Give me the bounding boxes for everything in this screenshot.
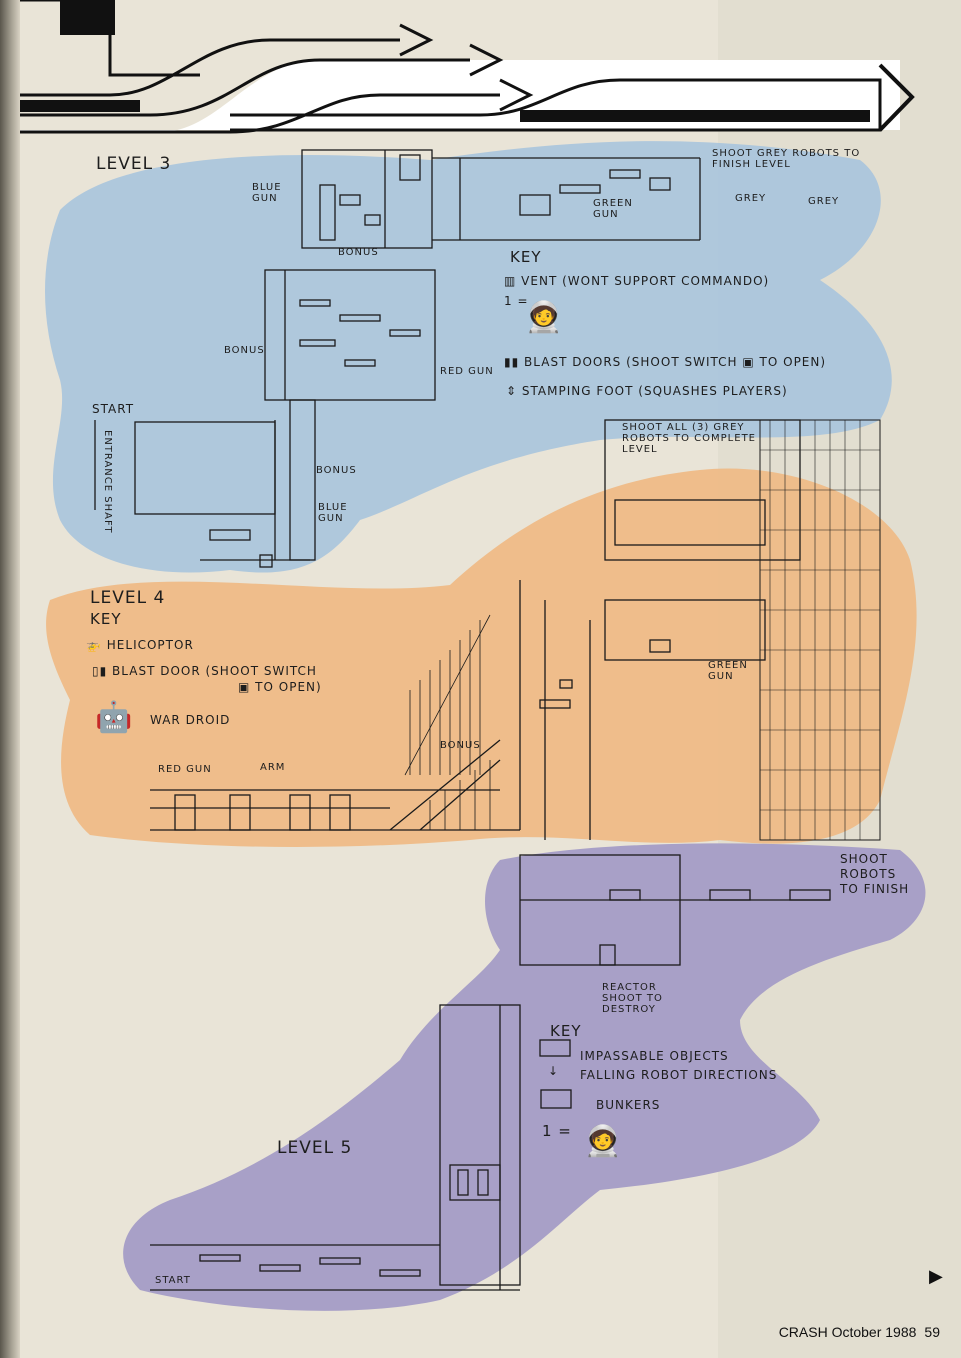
level3-objective: SHOOT GREY ROBOTS TO FINISH LEVEL	[712, 148, 861, 170]
level3-key-vent: ▥ VENT (WONT SUPPORT COMMANDO)	[504, 274, 769, 288]
war-droid-icon: 🤖	[95, 700, 134, 735]
level5-key-falling: FALLING ROBOT DIRECTIONS	[580, 1068, 778, 1082]
footer-magazine: CRASH October 1988	[778, 1324, 917, 1340]
level3-title: LEVEL 3	[96, 154, 172, 174]
level4-key-droid: WAR DROID	[150, 713, 231, 727]
level3-grey-label-1: GREY	[735, 193, 767, 204]
level5-objective: SHOOT ROBOTS TO FINISH	[840, 852, 910, 896]
helicopter-icon: 🚁	[86, 638, 102, 652]
footer-page-number: 59	[924, 1324, 940, 1340]
blast-label-2: TO OPEN)	[255, 680, 322, 694]
blast-door-icon: ▮▮	[504, 355, 520, 369]
level3-red-gun-label: RED GUN	[440, 366, 494, 377]
vent-label: VENT (WONT SUPPORT COMMANDO)	[521, 274, 770, 288]
blast-label: BLAST DOORS (SHOOT SWITCH	[524, 355, 738, 369]
vent-icon: ▥	[504, 274, 517, 288]
level4-green-gun-label: GREEN GUN	[708, 660, 748, 682]
falling-arrow-icon: ↓	[548, 1064, 560, 1078]
level4-wash	[46, 468, 917, 847]
level4-key-blast: ▯▮ BLAST DOOR (SHOOT SWITCH	[92, 664, 317, 678]
level3-key-blast: ▮▮ BLAST DOORS (SHOOT SWITCH ▣ TO OPEN)	[504, 355, 826, 369]
level3-bonus-label-3: BONUS	[316, 465, 357, 476]
level4-key-title: KEY	[90, 610, 122, 628]
level3-green-gun-label: GREEN GUN	[593, 198, 633, 220]
level4-map	[150, 419, 881, 841]
level5-key-title: KEY	[550, 1022, 582, 1040]
level3-map	[94, 149, 701, 568]
page-footer: CRASH October 1988 59	[771, 1324, 940, 1340]
level3-key-foot: ⇕ STAMPING FOOT (SQUASHES PLAYERS)	[506, 384, 788, 398]
commando-icon-2: 🧑‍🚀	[584, 1124, 623, 1159]
page-gutter	[0, 0, 20, 1358]
next-page-arrow-icon: ▶	[929, 1266, 943, 1286]
blast-door-icon: ▯▮	[92, 664, 108, 678]
level5-key-one: 1 =	[542, 1122, 572, 1140]
level3-blue-gun-label: BLUE GUN	[252, 182, 282, 204]
level3-start-label: START	[92, 402, 135, 416]
level3-key-one: 1 =	[504, 294, 529, 308]
level3-bonus-label-2: BONUS	[224, 345, 265, 356]
blast-label: BLAST DOOR (SHOOT SWITCH	[112, 664, 317, 678]
level4-objective: SHOOT ALL (3) GREY ROBOTS TO COMPLETE LE…	[622, 422, 756, 455]
level4-red-gun-label: RED GUN	[158, 764, 212, 775]
switch-icon: ▣	[238, 680, 251, 694]
level3-wash	[45, 141, 892, 573]
level5-wash	[123, 843, 926, 1311]
level3-entrance-label: ENTRANCE SHAFT	[102, 430, 113, 534]
blast-label-2: TO OPEN)	[759, 355, 827, 369]
foot-label: STAMPING FOOT (SQUASHES PLAYERS)	[521, 384, 788, 398]
level5-reactor-label: REACTOR SHOOT TO DESTROY	[602, 982, 663, 1015]
level5-key-bunkers: BUNKERS	[596, 1098, 661, 1112]
level3-key-title: KEY	[510, 248, 542, 266]
level4-key-blast-2: ▣ TO OPEN)	[238, 680, 322, 694]
level3-blue-gun-label-2: BLUE GUN	[318, 502, 348, 524]
header-arrows	[20, 0, 915, 134]
commando-icon: 🧑‍🚀	[525, 300, 564, 335]
level3-bonus-label-1: BONUS	[338, 247, 379, 258]
heli-label: HELICOPTOR	[106, 638, 194, 652]
level4-bonus-label: BONUS	[440, 740, 481, 751]
level4-key-heli: 🚁 HELICOPTOR	[86, 638, 194, 652]
switch-icon: ▣	[742, 355, 755, 369]
level5-title: LEVEL 5	[277, 1138, 353, 1158]
level3-grey-label-2: GREY	[808, 196, 840, 207]
stamping-foot-icon: ⇕	[506, 384, 518, 398]
level5-start-label: START	[155, 1275, 191, 1286]
level5-map	[150, 854, 831, 1291]
level4-arm-label: ARM	[260, 762, 286, 773]
level5-key-impassable: IMPASSABLE OBJECTS	[580, 1049, 729, 1063]
level4-title: LEVEL 4	[90, 588, 166, 608]
